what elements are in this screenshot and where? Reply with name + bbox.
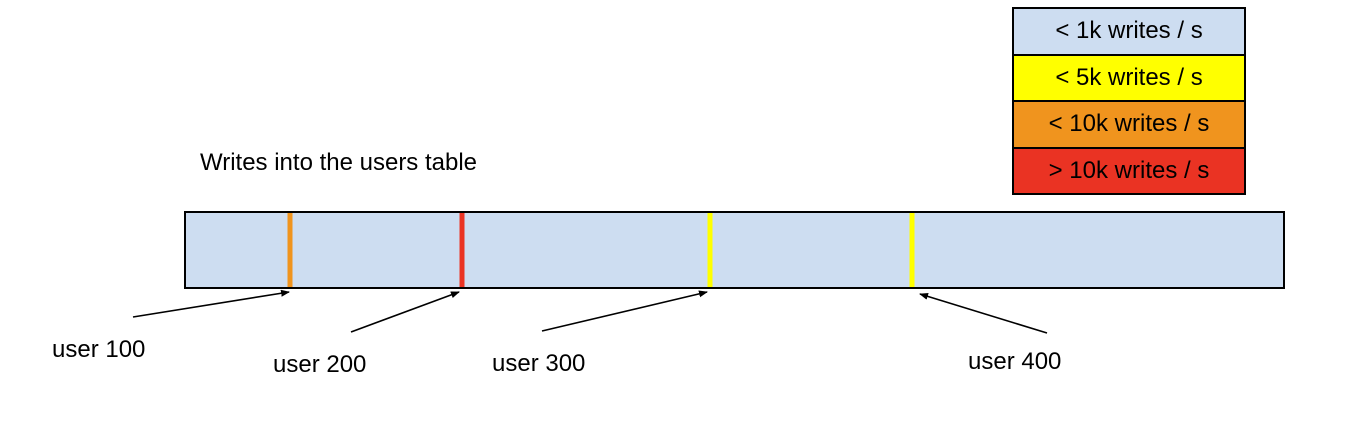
marker-user-300 <box>707 213 713 287</box>
diagram-title: Writes into the users table <box>200 149 478 176</box>
callout-label-user-100: user 100 <box>52 336 146 363</box>
callout-label-user-200: user 200 <box>273 351 367 378</box>
arrow-user-100 <box>132 289 290 318</box>
marker-user-200 <box>459 213 465 287</box>
callout-label-user-300: user 300 <box>492 350 586 377</box>
legend-item-lt-5k: < 5k writes / s <box>1014 55 1244 102</box>
legend-item-gt-10k: > 10k writes / s <box>1014 148 1244 193</box>
legend-item-lt-1k: < 1k writes / s <box>1014 9 1244 56</box>
legend: < 1k writes / s < 5k writes / s < 10k wr… <box>1012 7 1246 195</box>
marker-user-400 <box>909 213 915 287</box>
legend-item-lt-10k: < 10k writes / s <box>1014 102 1244 149</box>
arrow-user-300 <box>541 290 708 332</box>
marker-user-100 <box>287 213 293 287</box>
arrow-user-400 <box>919 293 1048 334</box>
callout-label-user-400: user 400 <box>968 348 1062 375</box>
arrow-user-200 <box>350 291 460 333</box>
users-table-bar <box>184 211 1285 289</box>
